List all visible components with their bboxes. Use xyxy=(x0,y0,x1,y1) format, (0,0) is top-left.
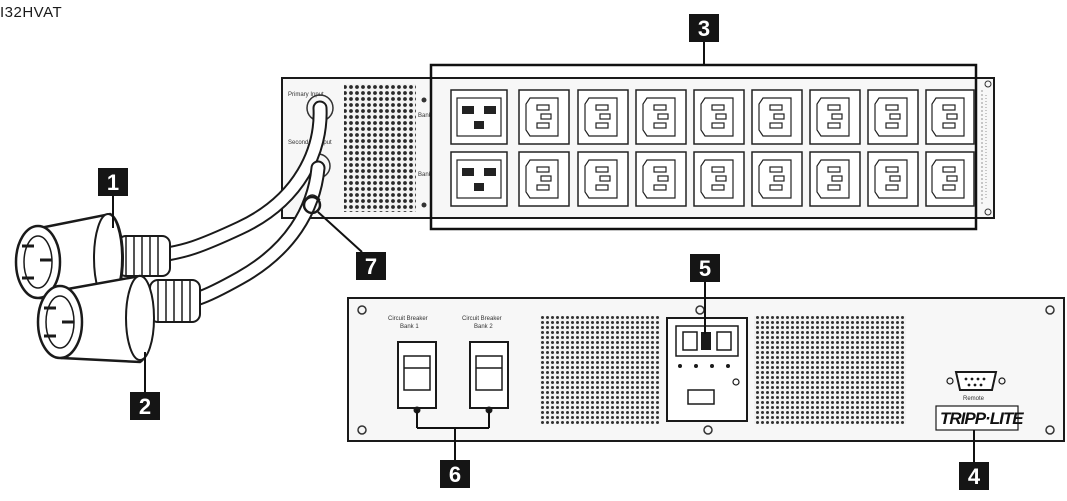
screw-icon xyxy=(703,425,713,435)
c13-outlet-icon xyxy=(635,151,687,207)
c13-outlet-icon xyxy=(925,151,975,207)
callout-7-leader xyxy=(317,211,363,253)
panel-edge-text xyxy=(981,90,987,205)
port-label: Remote xyxy=(963,396,985,402)
svg-text:7: 7 xyxy=(365,254,377,279)
screw-icon xyxy=(1045,305,1055,315)
c13-outlet-icon xyxy=(809,151,861,207)
svg-text:6: 6 xyxy=(449,462,461,487)
svg-text:3: 3 xyxy=(698,16,710,41)
c19-outlet-icon xyxy=(450,151,508,207)
c13-outlet-icon xyxy=(867,151,919,207)
c19-outlet-icon xyxy=(450,89,508,145)
logo-text: TRIPP·LITE xyxy=(940,409,1024,428)
screw-icon xyxy=(1045,425,1055,435)
primary-input-plug xyxy=(14,212,171,304)
callout-4: 4 xyxy=(959,462,989,490)
screw-icon xyxy=(421,202,427,208)
c13-outlet-icon xyxy=(518,151,570,207)
power-cords xyxy=(142,100,328,309)
screw-icon xyxy=(984,80,992,88)
breaker-1-sublabel: Bank 1 xyxy=(400,324,419,330)
callout-6-bracket xyxy=(416,410,490,460)
transfer-switch-module xyxy=(666,317,748,422)
callout-7: 7 xyxy=(356,252,386,280)
vent-grille xyxy=(344,84,416,212)
callout-1: 1 xyxy=(98,168,128,196)
c13-outlet-icon xyxy=(693,151,745,207)
c13-outlet-icon xyxy=(577,151,629,207)
vent-grille xyxy=(540,316,660,424)
model-label: I32HVAT xyxy=(0,4,63,21)
breaker-2-label: Circuit Breaker xyxy=(462,316,502,322)
c13-outlet-icon xyxy=(635,89,687,145)
cord-retention-clip xyxy=(302,195,322,215)
callout-6: 6 xyxy=(440,460,470,488)
outlet-grid xyxy=(450,89,975,207)
c13-outlet-icon xyxy=(577,89,629,145)
callout-3: 3 xyxy=(689,14,719,42)
secondary-input-plug xyxy=(36,274,201,364)
screw-icon xyxy=(421,97,427,103)
screw-icon xyxy=(357,425,367,435)
bank-label-lower: Bank xyxy=(418,172,433,178)
c13-outlet-icon xyxy=(867,89,919,145)
db9-port-icon[interactable] xyxy=(946,371,1006,391)
breaker-1-label: Circuit Breaker xyxy=(388,316,428,322)
brand-logo: TRIPP·LITE xyxy=(935,405,1025,431)
screw-icon xyxy=(357,305,367,315)
svg-text:1: 1 xyxy=(107,170,119,195)
c13-outlet-icon xyxy=(751,89,803,145)
bank-label-upper: Bank xyxy=(418,113,433,119)
c13-outlet-icon xyxy=(751,151,803,207)
svg-text:2: 2 xyxy=(139,394,151,419)
c13-outlet-icon xyxy=(693,89,745,145)
c13-outlet-icon xyxy=(809,89,861,145)
vent-grille xyxy=(754,316,906,424)
svg-text:4: 4 xyxy=(968,464,981,489)
callout-5: 5 xyxy=(690,254,720,282)
primary-input-label: Primary Input xyxy=(288,92,324,98)
c13-outlet-icon xyxy=(925,89,975,145)
breaker-2-sublabel: Bank 2 xyxy=(474,324,493,330)
circuit-breaker-1[interactable] xyxy=(397,341,437,409)
c13-outlet-icon xyxy=(518,89,570,145)
svg-text:5: 5 xyxy=(699,256,711,281)
screw-icon xyxy=(984,208,992,216)
circuit-breaker-2[interactable] xyxy=(469,341,509,409)
callout-2: 2 xyxy=(130,392,160,420)
